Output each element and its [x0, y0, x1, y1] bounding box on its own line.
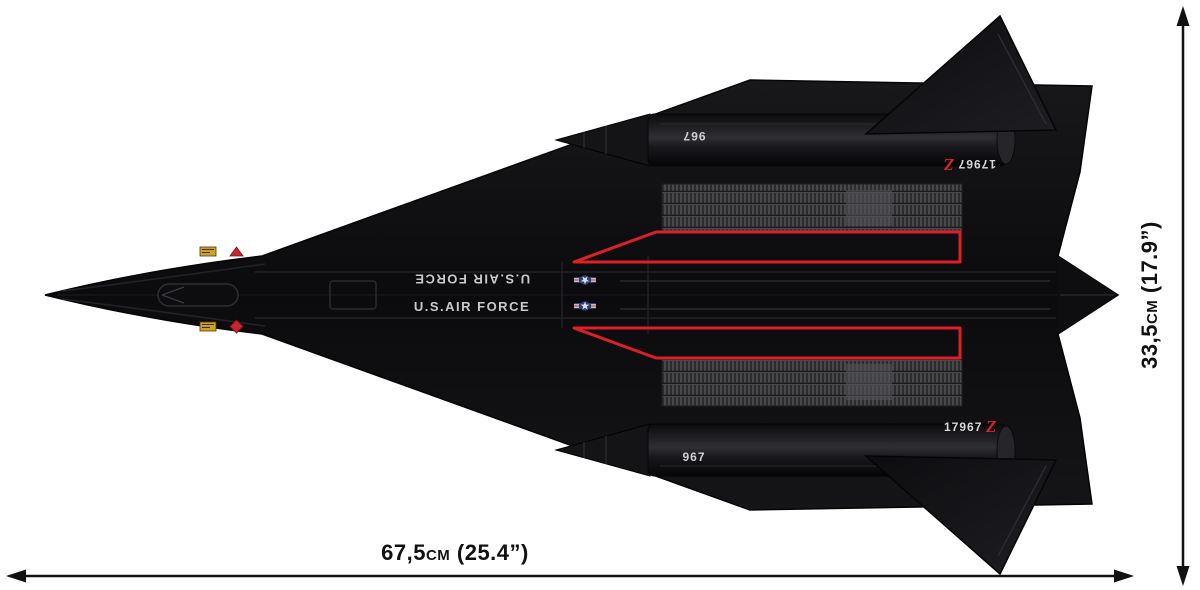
caution-sticker-icon	[199, 321, 217, 332]
vertical-stabilizer-top	[863, 14, 1058, 135]
warning-stickers-top	[199, 246, 244, 257]
warning-triangle-icon	[229, 246, 244, 257]
wing-panel-top	[661, 183, 963, 233]
width-dimension: 67,5cm (25.4”)	[6, 540, 1134, 583]
fuselage-hatch	[329, 280, 377, 310]
wing-panel-bottom-light-insert	[846, 364, 892, 400]
arrow-left-icon	[6, 569, 26, 583]
nacelle-number-top: 967	[682, 129, 705, 143]
warning-diamond-icon	[229, 319, 244, 334]
spike-rings-bottom	[583, 436, 607, 464]
windshield-frame	[161, 286, 185, 304]
caution-sticker-text-lines	[202, 324, 214, 328]
tail-number-text: 17967	[958, 157, 996, 171]
arrow-down-icon	[1176, 566, 1190, 586]
caution-sticker-icon	[199, 246, 217, 257]
fuselage-text-bottom: U.S.AIR FORCE	[414, 299, 530, 314]
tail-number-text: 17967	[944, 420, 982, 434]
canopy	[157, 283, 239, 307]
arrow-right-icon	[1114, 569, 1134, 583]
us-star-insignia-icon	[574, 275, 596, 285]
us-star-insignia-icon	[574, 301, 596, 311]
tail-number-bottom: 17967 Z	[944, 417, 996, 436]
tail-art-z: Z	[944, 155, 955, 174]
wing-panel-top-light-insert	[846, 190, 892, 226]
arrow-up-icon	[1176, 6, 1190, 26]
height-dimension: 33,5cm (17.9”)	[1137, 6, 1190, 586]
caution-sticker-text-lines	[202, 249, 214, 253]
vertical-stabilizer-bottom	[863, 455, 1058, 576]
red-stripe-top	[572, 230, 962, 264]
aircraft-top-view: 967 967	[44, 14, 1120, 576]
fuselage-text-top: U.S.AIR FORCE	[414, 272, 530, 287]
wing-panel-bottom	[661, 357, 963, 407]
tail-number-top: 17967 Z	[944, 155, 996, 174]
warning-stickers-bottom	[199, 319, 244, 334]
spike-rings-top	[583, 126, 607, 154]
cockpit	[157, 280, 377, 310]
nacelle-number-bottom: 967	[682, 450, 705, 464]
red-stripe-bottom	[572, 326, 962, 360]
height-dimension-label: 33,5cm (17.9”)	[1137, 221, 1162, 369]
tail-art-z: Z	[985, 417, 996, 436]
width-dimension-label: 67,5cm (25.4”)	[381, 540, 529, 565]
